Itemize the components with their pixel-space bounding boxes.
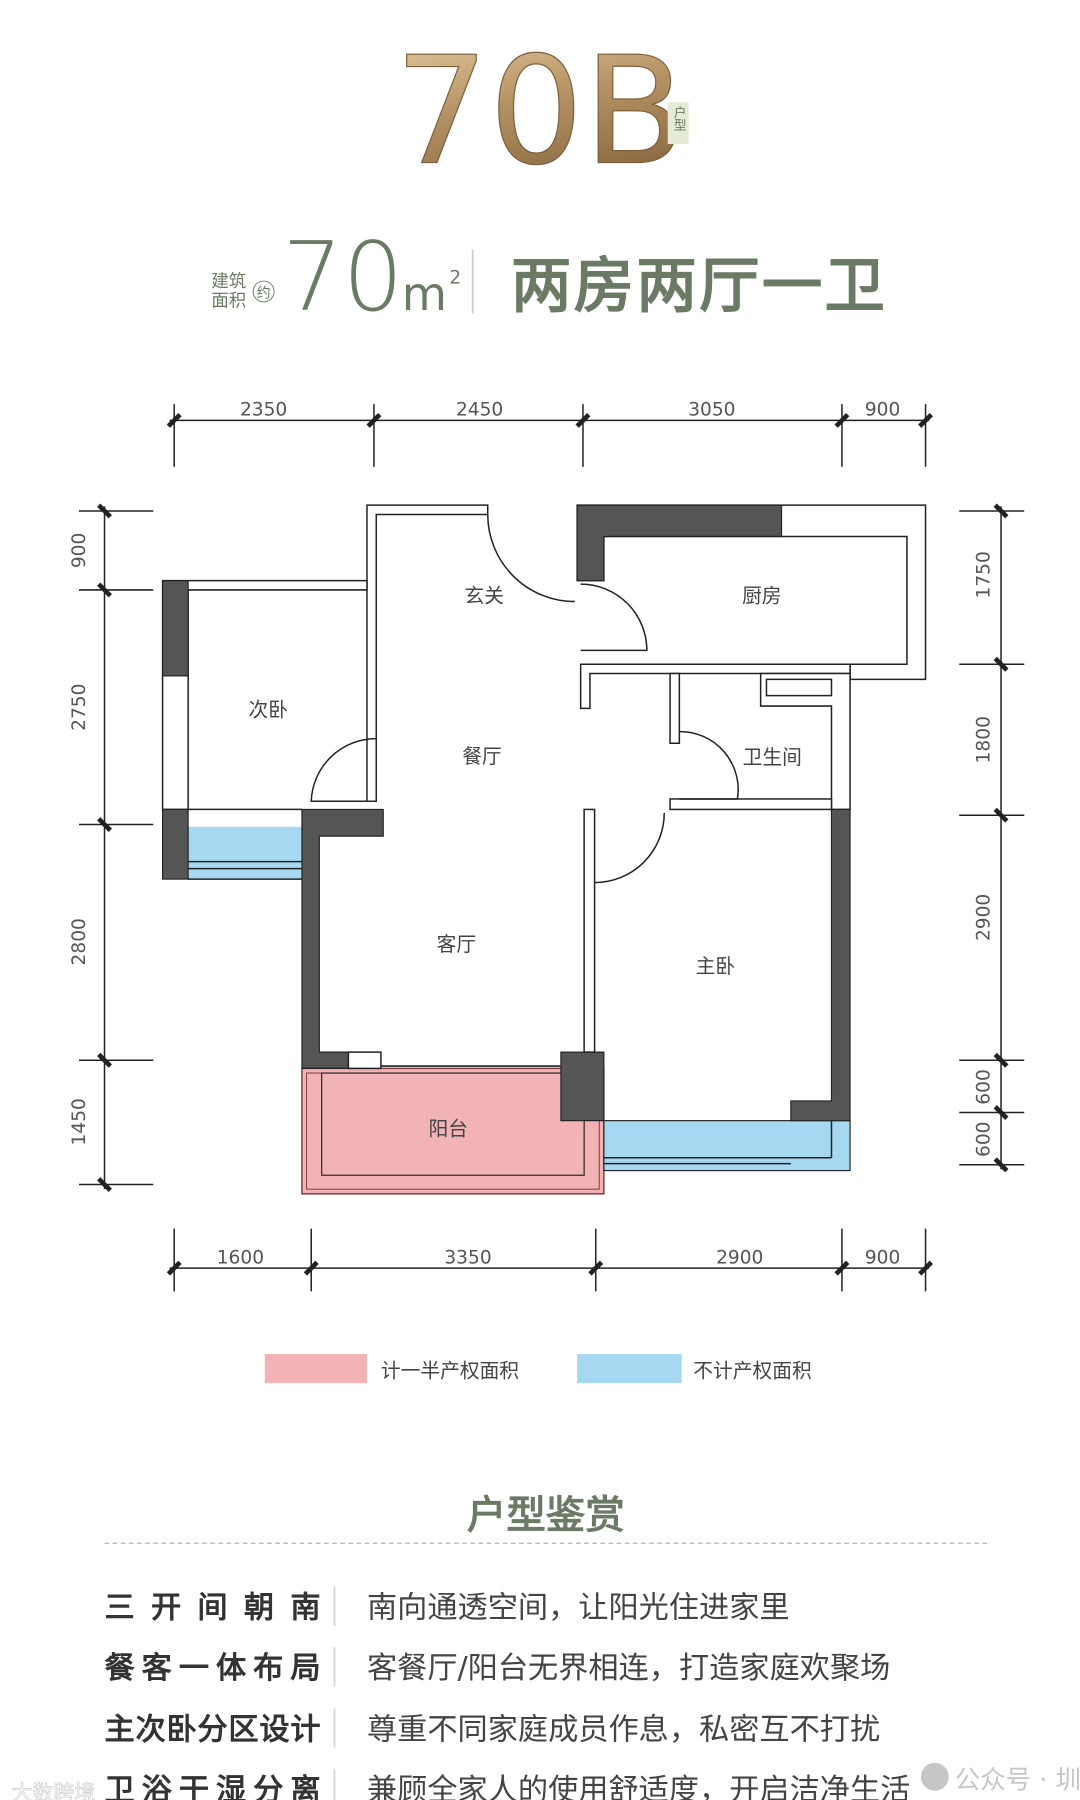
- watermark-right: 公众号 · 圳安居: [955, 1765, 1080, 1795]
- dim-top-1: 2350: [240, 400, 287, 421]
- second-bedroom-bay-window: [188, 826, 302, 880]
- dim-bottom-1: 1600: [217, 1247, 264, 1268]
- dim-bottom-3: 2900: [716, 1247, 763, 1268]
- feature-desc: 南向通透空间，让阳光住进家里: [367, 1591, 790, 1626]
- room-entry: 玄关: [465, 585, 504, 608]
- dim-right-4: 600: [973, 1069, 994, 1104]
- dim-bottom-4: 900: [865, 1247, 900, 1268]
- feature-row: 三 开 间 朝 南 南向通透空间，让阳光住进家里: [105, 1586, 790, 1626]
- area-label-2: 面积: [211, 292, 246, 312]
- feature-desc: 客餐厅/阳台无界相连，打造家庭欢聚场: [367, 1651, 890, 1686]
- room-bathroom: 卫生间: [743, 746, 802, 769]
- features-title: 户型鉴赏: [467, 1492, 625, 1538]
- feature-desc: 尊重不同家庭成员作息，私密互不打扰: [367, 1713, 880, 1748]
- unit-type-tag: 户型: [671, 105, 686, 131]
- legend: 计一半产权面积 不计产权面积: [264, 1354, 812, 1384]
- dim-left-1: 900: [69, 533, 90, 568]
- feature-label: 卫 浴 干 湿 分 离: [105, 1773, 321, 1800]
- approx-label: 约: [257, 285, 271, 301]
- dim-left-2: 2750: [69, 684, 90, 731]
- feature-label: 主次卧分区设计: [105, 1713, 321, 1748]
- dim-top-2: 2450: [456, 400, 503, 421]
- living-wall: [301, 808, 384, 1069]
- feature-row: 卫 浴 干 湿 分 离 兼顾全家人的使用舒适度，开启洁净生活: [105, 1768, 910, 1800]
- room-second-bedroom: 次卧: [249, 699, 288, 722]
- dim-right-5: 600: [973, 1121, 994, 1156]
- area-label-1: 建筑: [211, 272, 246, 292]
- area-unit: m: [402, 267, 447, 321]
- master-bedroom-wall: [583, 808, 596, 1053]
- legend-label-excluded: 不计产权面积: [693, 1359, 811, 1382]
- kitchen-door: [580, 583, 648, 652]
- master-bay-window: [603, 1120, 851, 1172]
- feature-label: 三 开 间 朝 南: [105, 1591, 321, 1626]
- room-kitchen: 厨房: [742, 585, 781, 608]
- dim-top-4: 900: [865, 400, 900, 421]
- bathroom-door: [679, 730, 739, 800]
- watermarks: 公众号 · 圳安居 大数跨境: [11, 1762, 1080, 1800]
- features-section: 户型鉴赏 三 开 间 朝 南 南向通透空间，让阳光住进家里 餐 客 一 体 布 …: [104, 1492, 988, 1800]
- dim-left-4: 1450: [69, 1098, 90, 1145]
- feature-desc: 兼顾全家人的使用舒适度，开启洁净生活: [367, 1773, 910, 1800]
- approx-circle: [252, 280, 275, 303]
- unit-type-tag-bg: [667, 102, 689, 144]
- room-balcony: 阳台: [429, 1118, 468, 1141]
- master-bedroom-door: [594, 812, 666, 884]
- entry-door: [486, 514, 575, 603]
- second-bedroom-door: [310, 737, 377, 803]
- dim-right-3: 2900: [973, 894, 994, 941]
- room-master-bedroom: 主卧: [696, 955, 735, 978]
- header: 70B 户型 建筑 面积 约 70 m 2 两房两厅一卫: [211, 25, 885, 333]
- dimension-right: 1750 1800 2900 600 600: [959, 503, 1025, 1173]
- dim-right-1: 1750: [973, 551, 994, 598]
- second-bedroom-wall: [161, 579, 368, 811]
- dim-top-3: 3050: [688, 400, 735, 421]
- feature-label: 餐 客 一 体 布 局: [105, 1650, 321, 1686]
- dimension-top: 2350 2450 3050 900: [166, 400, 933, 467]
- pillar: [560, 1051, 605, 1122]
- legend-swatch-half: [264, 1354, 367, 1384]
- watermark-left: 大数跨境: [12, 1781, 96, 1800]
- unit-code: 70B: [394, 26, 685, 199]
- wechat-icon: [920, 1762, 949, 1791]
- legend-swatch-excluded: [577, 1354, 682, 1384]
- dim-right-2: 1800: [973, 716, 994, 763]
- feature-row: 餐 客 一 体 布 局 客餐厅/阳台无界相连，打造家庭欢聚场: [105, 1646, 890, 1687]
- feature-row: 主次卧分区设计 尊重不同家庭成员作息，私密互不打扰: [105, 1708, 880, 1748]
- layout-desc: 两房两厅一卫: [511, 252, 885, 322]
- dim-left-3: 2800: [69, 918, 90, 965]
- room-living: 客厅: [437, 933, 476, 956]
- dim-bottom-2: 3350: [444, 1247, 491, 1268]
- floorplan: 玄关 厨房 次卧 餐厅 卫生间 客厅 主卧 阳台: [161, 504, 927, 1195]
- balcony-area: [301, 1067, 605, 1195]
- area-unit-sup: 2: [449, 267, 461, 288]
- dimension-bottom: 1600 3350 2900 900: [166, 1228, 933, 1292]
- legend-label-half: 计一半产权面积: [381, 1359, 519, 1382]
- area-value: 70: [282, 223, 403, 333]
- room-dining: 餐厅: [462, 745, 501, 768]
- dimension-left: 900 2750 2800 1450: [69, 503, 154, 1192]
